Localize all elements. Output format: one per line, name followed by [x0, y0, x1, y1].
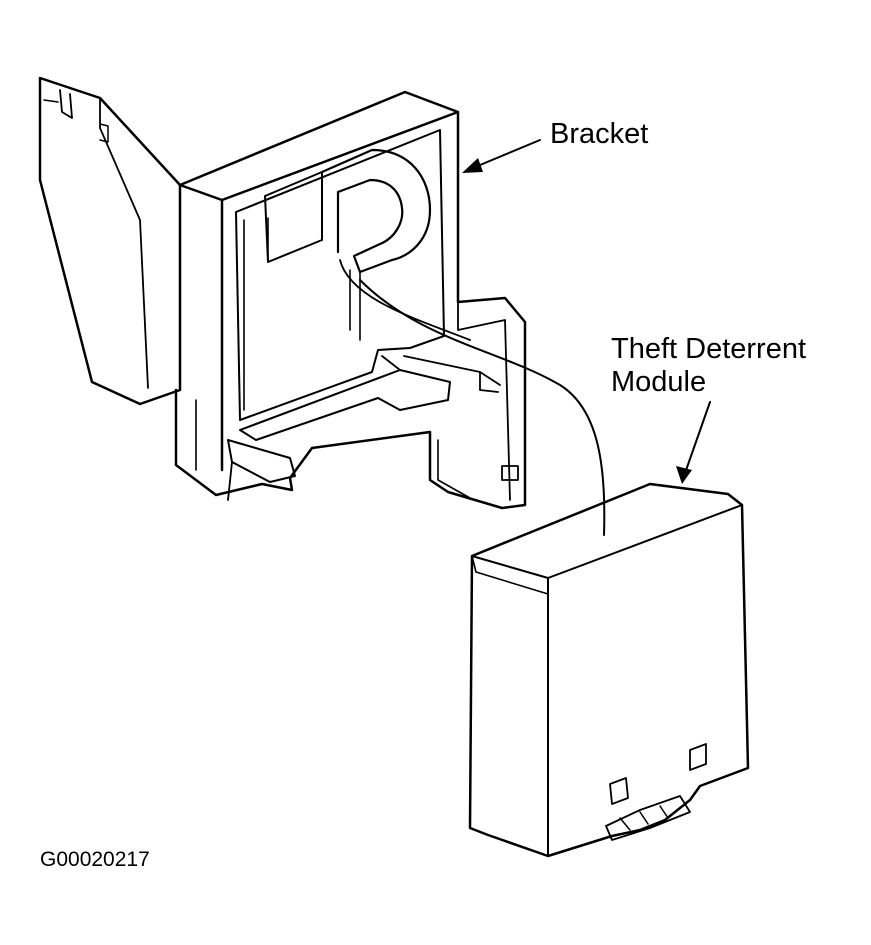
- bracket-drawing: [38, 76, 527, 510]
- bracket-left-flange: [38, 76, 182, 406]
- module-body: [468, 482, 750, 858]
- module-connector: [605, 795, 691, 841]
- assembly-guide-line: [359, 279, 606, 536]
- bracket-foot-clip: [227, 439, 296, 483]
- figure-id: G00020217: [40, 848, 150, 871]
- bracket-lower-tongue: [239, 369, 451, 441]
- bracket-leader-arrow: [462, 139, 541, 173]
- bracket-label: Bracket: [550, 118, 649, 150]
- module-label-line1: Theft Deterrent: [611, 333, 807, 365]
- module-label-line2: Module: [611, 366, 707, 398]
- module-leader-arrow: [676, 401, 711, 484]
- bracket-frame: [174, 90, 527, 510]
- theft-deterrent-module-drawing: [468, 482, 750, 858]
- bracket-spring-clip: [320, 148, 432, 274]
